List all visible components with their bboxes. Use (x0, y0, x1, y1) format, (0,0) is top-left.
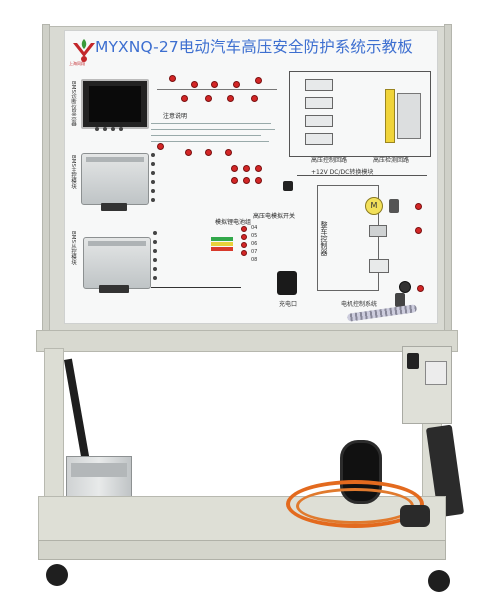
bottom-bus-line (151, 287, 241, 288)
label-bms-main: BMS主控模块 (70, 155, 76, 190)
bms-main-module (81, 153, 149, 205)
label-battery-module: 模拟锂电池组 (215, 219, 252, 226)
indicator-led (157, 143, 164, 150)
vehicle-controller-box (317, 185, 379, 291)
bms-slave-connector (99, 285, 129, 293)
bms-slave-module (83, 237, 151, 289)
indicator-led (211, 81, 218, 88)
indicator-led (205, 149, 212, 156)
label-charge-port: 充电口 (279, 301, 298, 308)
charger-gun (400, 505, 430, 527)
hv-toggle-switch[interactable] (283, 181, 293, 191)
label-motor-control: 电机控制系统 (341, 301, 378, 308)
indicator-led (415, 203, 422, 210)
bms-main-jack-column (151, 153, 157, 213)
notes-text-block (151, 121, 279, 149)
caster-wheel-right (428, 570, 450, 592)
indicator-led (225, 149, 232, 156)
indicator-led (255, 165, 262, 172)
hv-module-gray (397, 93, 421, 139)
frame-post-right (444, 24, 452, 336)
panel-title: MYXNQ-27电动汽车高压安全防护系统示教板 (95, 38, 413, 56)
indicator-led (205, 95, 212, 102)
indicator-led (231, 177, 238, 184)
demo-panel: 上海同翔 MYXNQ-27电动汽车高压安全防护系统示教板 BMS诊断仪显示器 注… (64, 30, 438, 324)
gauge-dial-icon: M (365, 197, 383, 215)
hv-module-yellow (385, 89, 395, 143)
indicator-led (255, 177, 262, 184)
hv-diagram-box (289, 71, 431, 157)
brand-logo-icon (73, 39, 95, 62)
indicator-led (417, 285, 424, 292)
indicator-led (191, 81, 198, 88)
label-notes: 注意说明 (163, 113, 188, 120)
monitor-port-row (95, 127, 135, 131)
logo-caption: 上海同翔 (69, 61, 85, 66)
dcdc-line (297, 175, 427, 176)
hv-relay-stack (305, 79, 333, 149)
upper-shelf (36, 330, 458, 352)
label-dcdc: +12V DC/DC转换模块 (311, 169, 374, 176)
relay-part (369, 259, 389, 273)
label-hv-switch: 高压电模拟开关 (253, 213, 296, 220)
indicator-led (255, 77, 262, 84)
label-hv-control: 高压控制回路 (311, 157, 348, 164)
bms-slave-jack-column (153, 231, 159, 291)
indicator-led (231, 165, 238, 172)
hv-cable-coil (286, 480, 424, 528)
label-bms-slave: BMS从控模块 (70, 231, 76, 266)
resistor-part (369, 225, 387, 237)
indicator-led (169, 75, 176, 82)
label-bms-display: BMS诊断仪显示器 (70, 81, 76, 127)
indicator-led (251, 95, 258, 102)
ignition-switch[interactable] (399, 281, 411, 293)
stand-base (38, 540, 446, 560)
indicator-led (233, 81, 240, 88)
motor-part (389, 199, 399, 213)
indicator-led (181, 95, 188, 102)
key-part (395, 293, 405, 307)
control-box (402, 346, 452, 424)
bms-display-screen (81, 79, 149, 129)
indicator-led (415, 227, 422, 234)
caster-wheel-left (46, 564, 68, 586)
frame-post-left (42, 24, 50, 336)
range-mark-column: 04 05 06 07 08 (241, 225, 271, 265)
label-vehicle-controller: 整车控制器 (320, 221, 328, 256)
connector-wire (157, 89, 277, 90)
indicator-led (243, 177, 250, 184)
indicator-led (243, 165, 250, 172)
indicator-led (185, 149, 192, 156)
indicator-led (227, 95, 234, 102)
hv-cable-coil-2 (296, 488, 414, 524)
label-hv-detect: 高压检测回路 (373, 157, 410, 164)
charge-port-socket[interactable] (277, 271, 297, 295)
battery-level-indicator (211, 237, 233, 253)
bms-main-connector (101, 203, 127, 211)
